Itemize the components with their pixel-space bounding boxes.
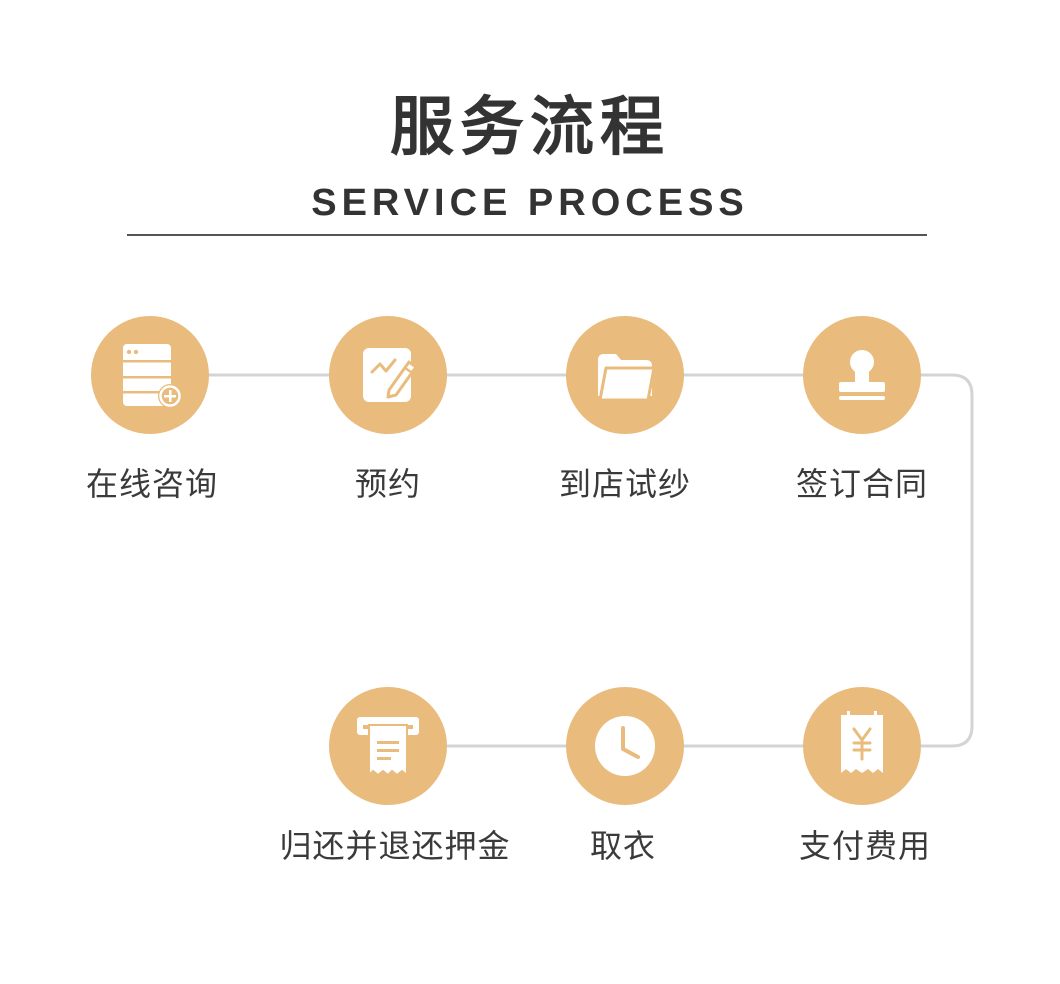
step-3-label: 到店试纱 xyxy=(558,465,691,503)
step-6-label: 取衣 xyxy=(589,827,656,865)
step-4-label: 签订合同 xyxy=(795,465,928,503)
ticket-print-icon xyxy=(357,717,419,778)
step-4-circle xyxy=(803,316,921,434)
title-divider xyxy=(127,234,927,236)
step-1-label: 在线咨询 xyxy=(85,465,218,503)
edit-note-icon xyxy=(363,348,418,402)
step-2-label: 预约 xyxy=(354,465,421,503)
folder-icon xyxy=(598,354,656,402)
step-5-label: 支付费用 xyxy=(798,827,931,865)
connector-turn xyxy=(862,373,974,748)
page-title: 服务流程 xyxy=(390,91,670,165)
step-3-circle xyxy=(566,316,684,434)
step-6-circle xyxy=(566,687,684,805)
step-2-circle xyxy=(329,316,447,434)
clock-icon xyxy=(595,716,655,776)
step-7-label: 归还并退还押金 xyxy=(279,827,511,865)
stamp-icon xyxy=(839,350,885,400)
step-1-circle xyxy=(91,316,209,434)
receipt-yen-icon xyxy=(841,711,883,773)
step-5-circle xyxy=(803,687,921,805)
step-7-circle xyxy=(329,687,447,805)
browser-add-icon xyxy=(123,344,182,408)
page-subtitle: SERVICE PROCESS xyxy=(311,182,749,224)
